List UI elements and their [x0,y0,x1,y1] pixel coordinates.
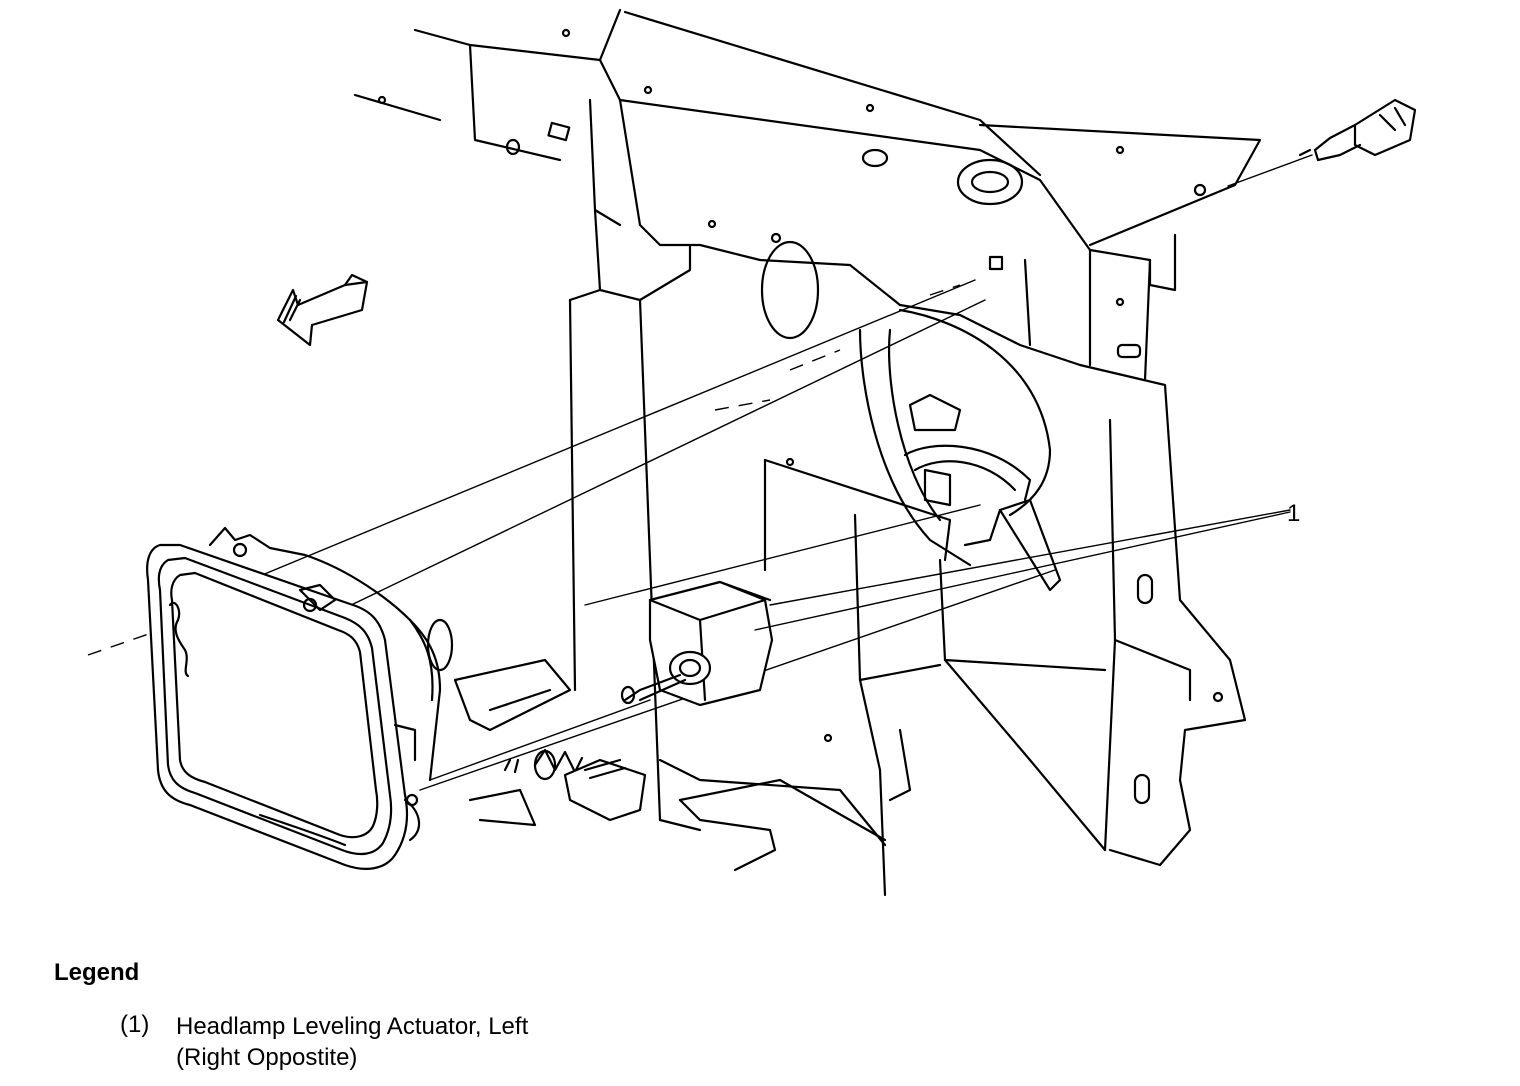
legend: Legend (1) Headlamp Leveling Actuator, L… [0,955,1520,1086]
headlamp-leveling-actuator [620,580,774,707]
legend-item-line-1: Headlamp Leveling Actuator, Left [176,1013,529,1040]
diagram-svg [87,8,1417,897]
electrical-connector [1298,98,1417,162]
callout-leader-lines [754,509,1291,631]
adjuster-spring [453,658,647,827]
radiator-support-structure [353,8,1262,867]
headlamp-mounting-bucket [658,308,1107,897]
sealed-beam-headlamp [146,526,454,870]
direction-arrow-icon [276,273,369,347]
legend-title: Legend [54,959,140,986]
legend-item-text: Headlamp Leveling Actuator, Left (Right … [176,1011,528,1073]
exploded-view-diagram: 1 [87,8,1417,897]
legend-item-line-2: (Right Oppostite) [176,1044,358,1071]
legend-item-number: (1) [120,1011,150,1038]
callout-number-1: 1 [1287,500,1301,527]
